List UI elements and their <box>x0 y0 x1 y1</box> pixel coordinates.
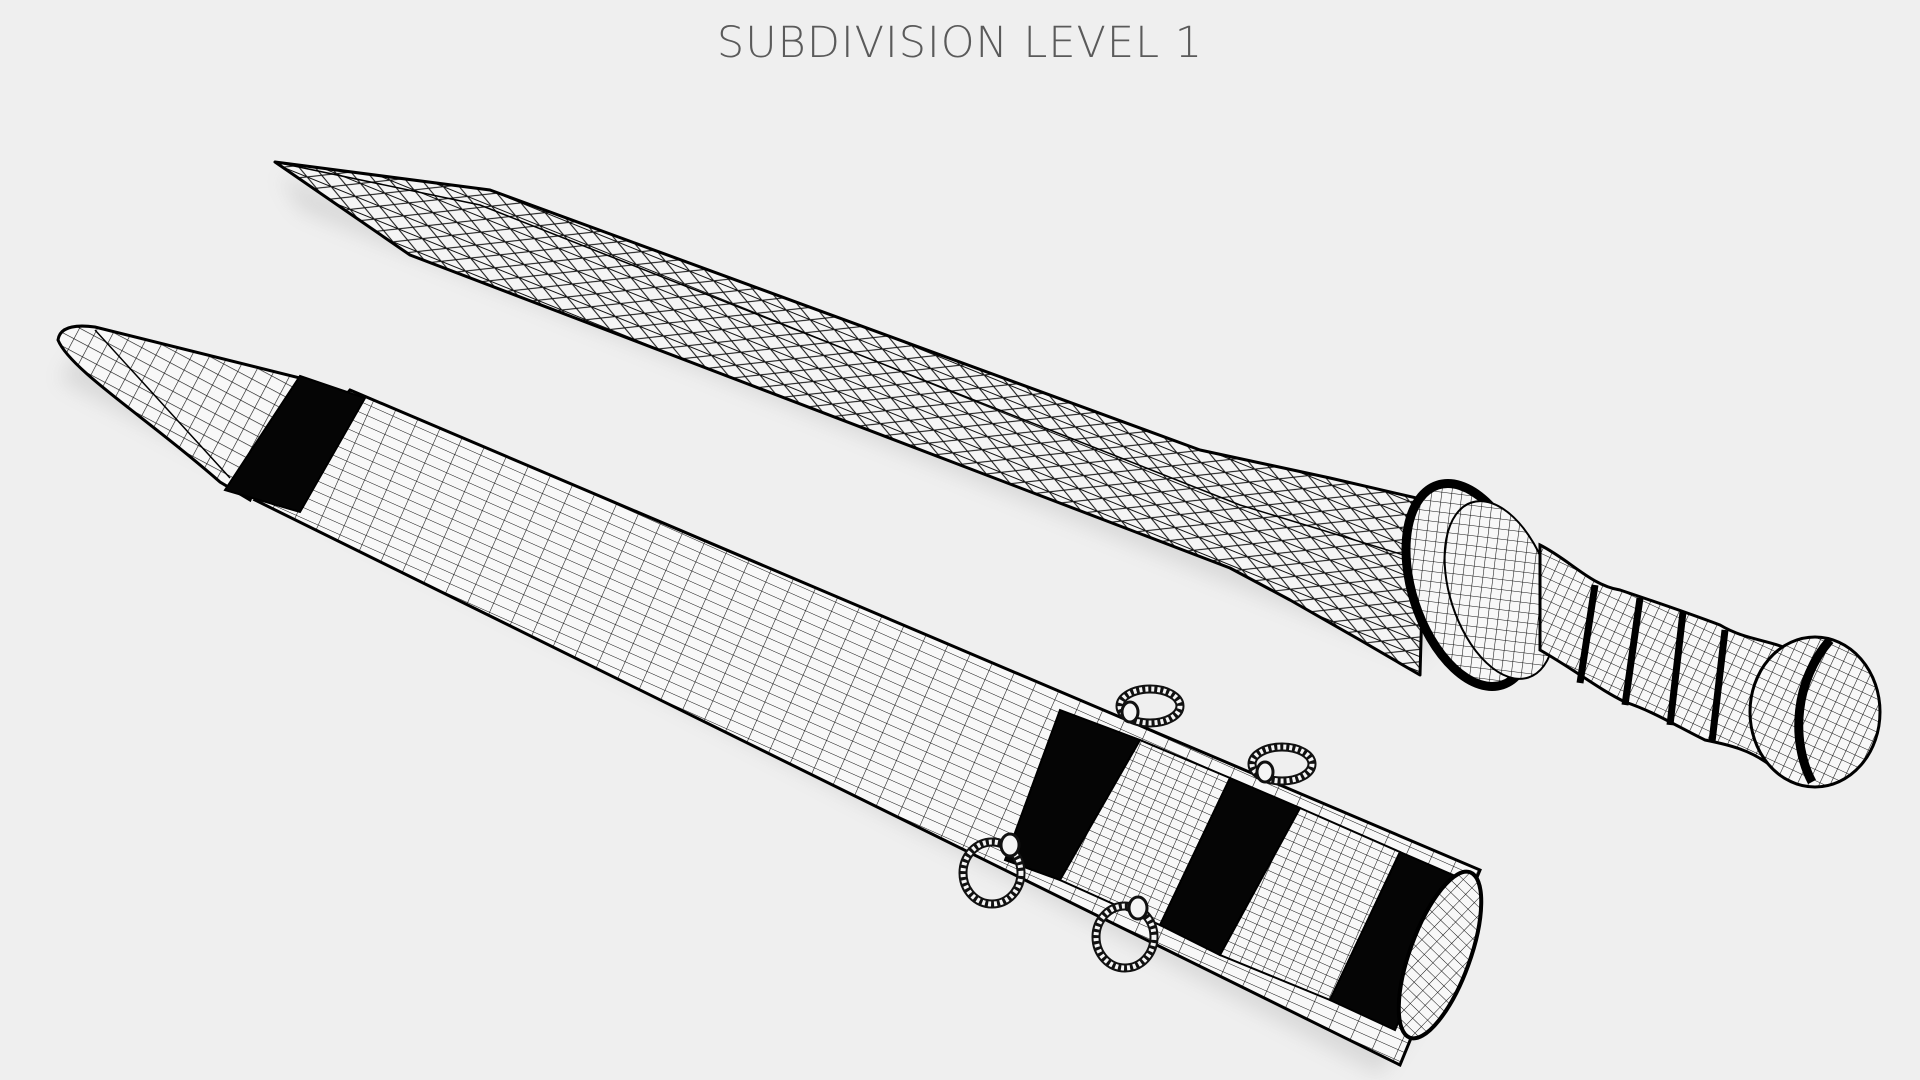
scabbard-tip <box>56 324 303 503</box>
scabbard <box>56 324 1484 1068</box>
sword-pommel <box>1748 635 1882 789</box>
sword-blade <box>273 160 1427 677</box>
suspension-rings <box>958 684 1317 973</box>
scabbard-mouth <box>1396 869 1484 1041</box>
scabbard-mouth-band <box>1328 850 1462 1032</box>
sword <box>273 160 1882 789</box>
scabbard-tip-band <box>223 374 367 514</box>
render-title: SUBDIVISION LEVEL 1 <box>716 18 1204 68</box>
